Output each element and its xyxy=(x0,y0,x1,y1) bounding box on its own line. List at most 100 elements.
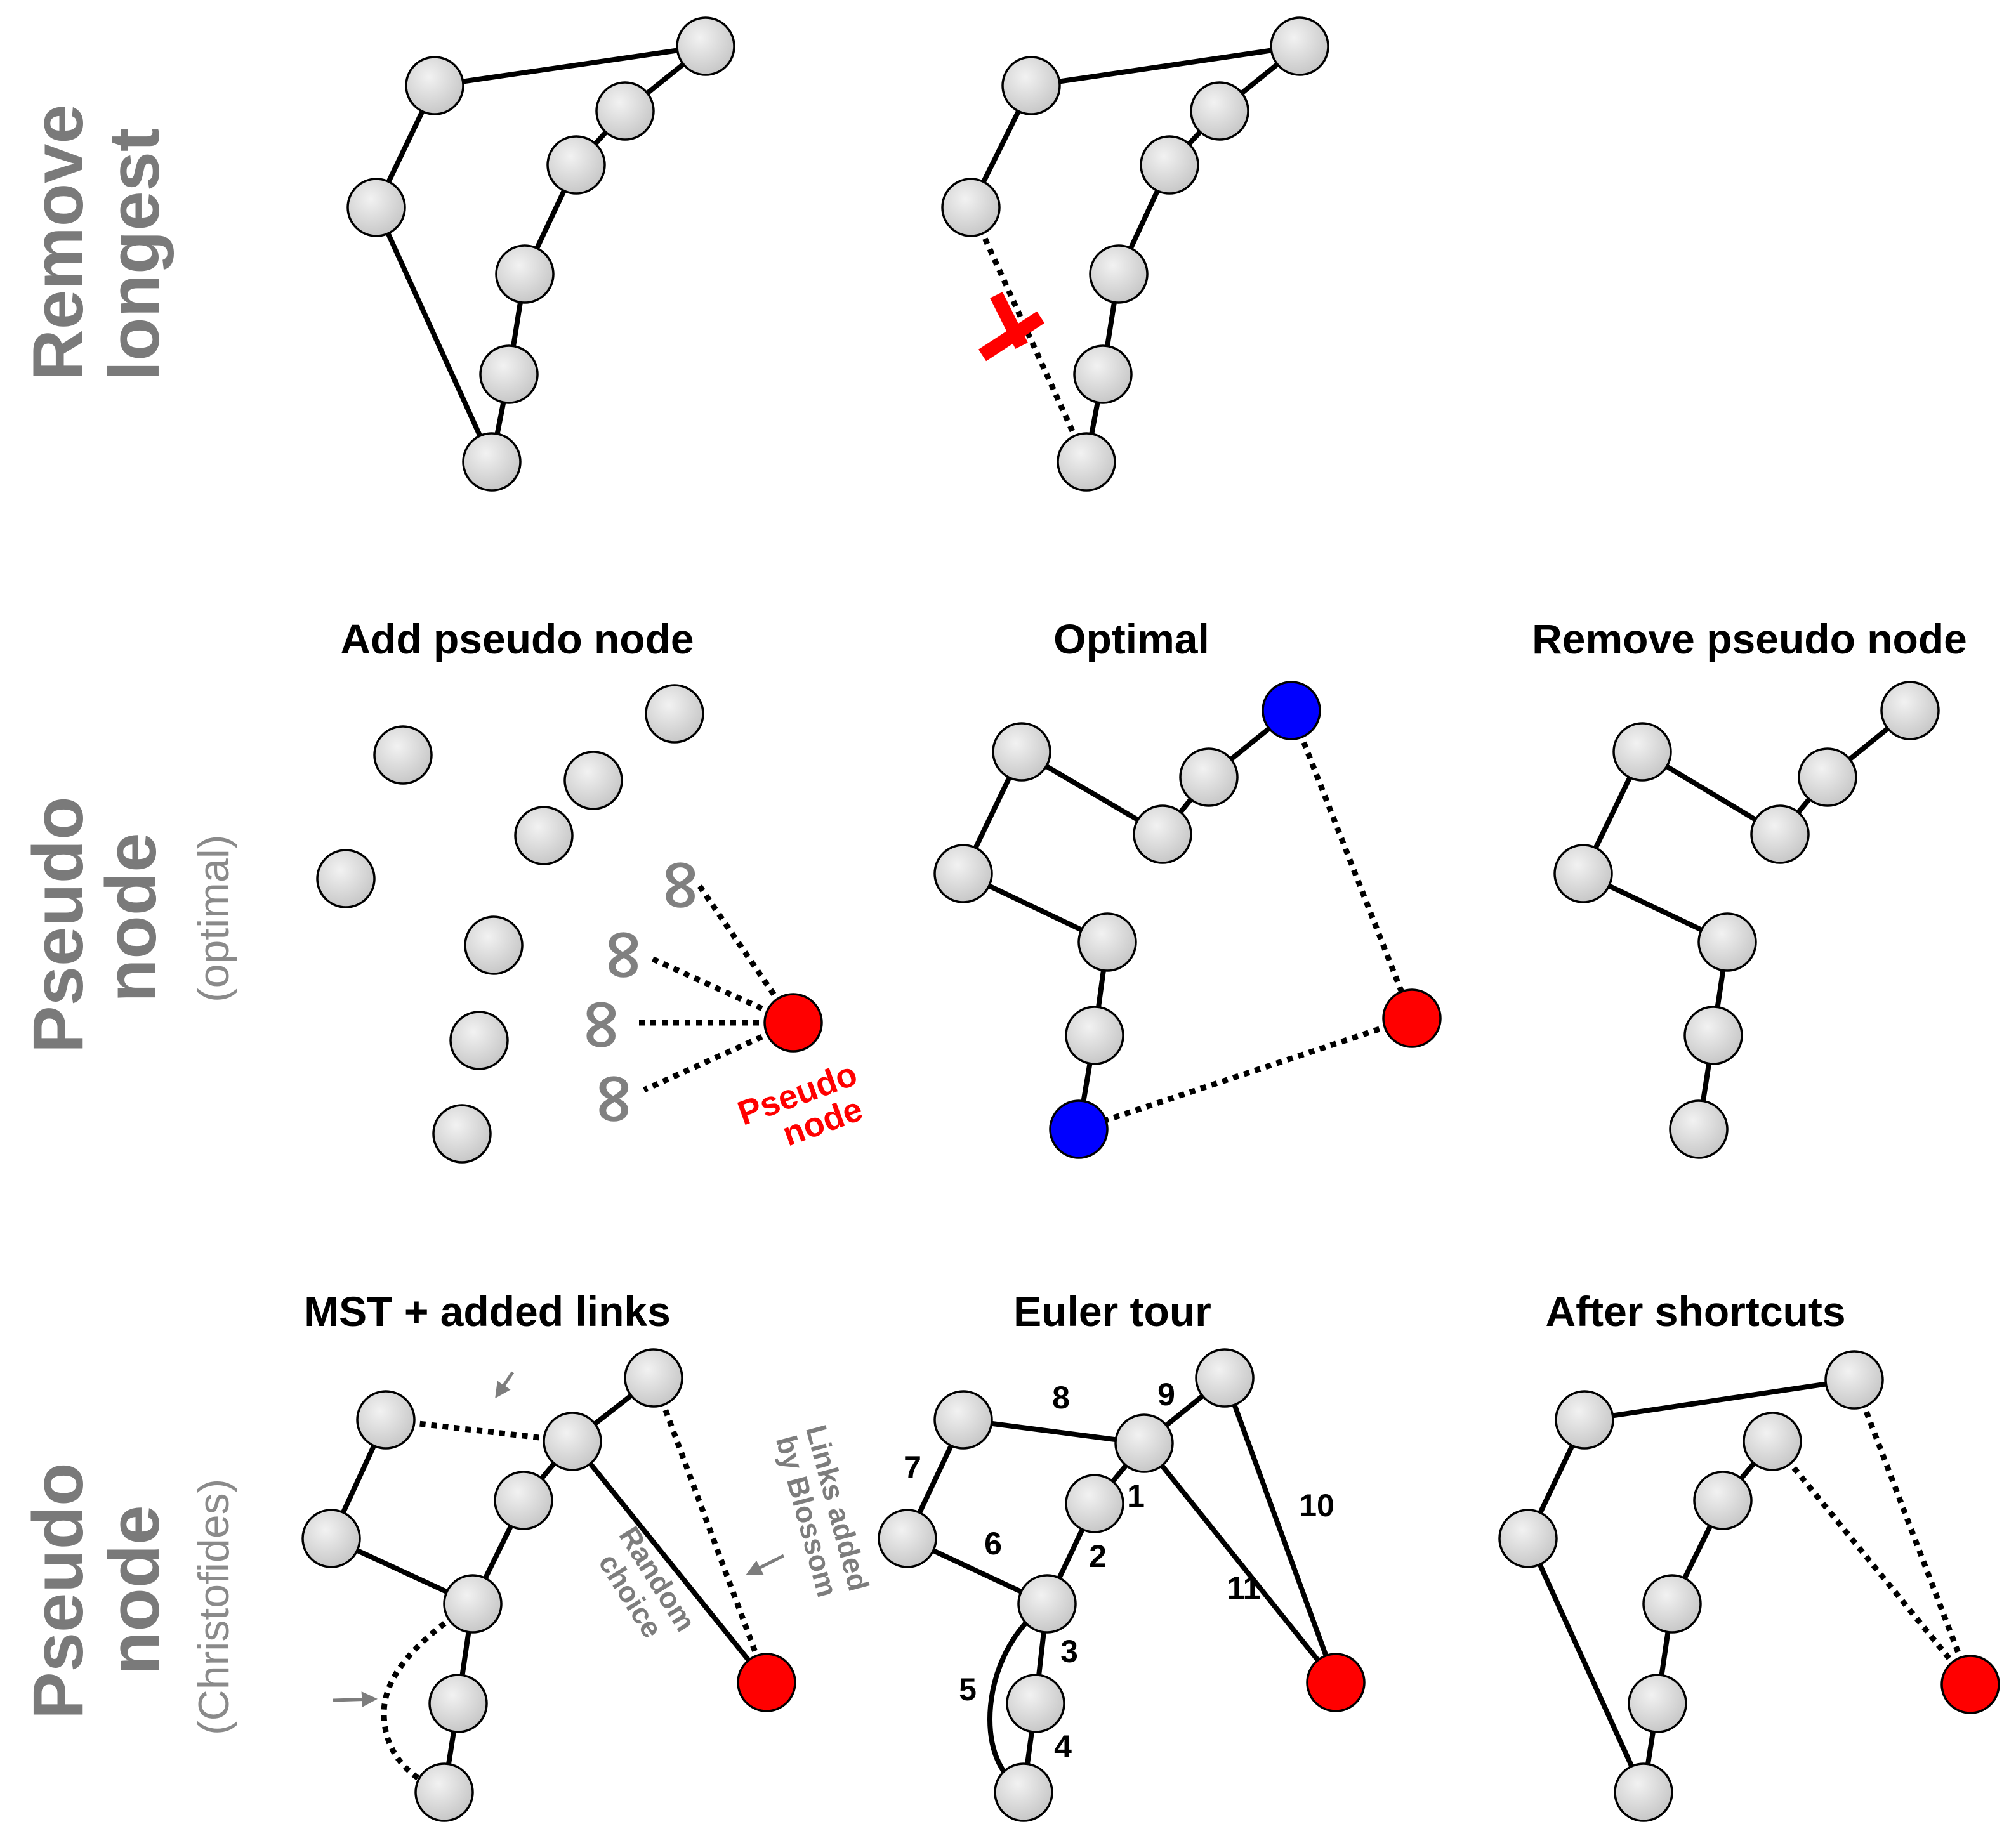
panel-mst-added-links: Random choice Links added by Blossom xyxy=(301,1348,876,1822)
panel-remove-pseudo-node xyxy=(1553,681,1940,1159)
panel-title-mst: MST + added links xyxy=(304,1288,671,1335)
node xyxy=(933,1390,993,1450)
infinity-label: ∞ xyxy=(636,856,718,914)
row-sublabel: (optimal) xyxy=(190,835,238,1003)
node xyxy=(1498,1509,1558,1568)
node xyxy=(1614,1762,1673,1822)
euler-edge-number: 6 xyxy=(984,1526,1002,1561)
node xyxy=(356,1390,416,1450)
node xyxy=(1693,1471,1753,1530)
node xyxy=(1195,1348,1255,1408)
panel-title-shortcuts: After shortcuts xyxy=(1545,1288,1845,1335)
node xyxy=(514,806,574,865)
node xyxy=(1006,1674,1065,1733)
node xyxy=(933,844,993,903)
infinity-label: ∞ xyxy=(557,995,638,1054)
panel-after-shortcuts xyxy=(1498,1350,2000,1822)
node xyxy=(994,1762,1053,1822)
node xyxy=(346,178,406,237)
endpoint-node xyxy=(1262,681,1321,740)
node xyxy=(1133,804,1192,864)
pseudo-node xyxy=(1382,988,1442,1048)
row-label-line-1: Remove xyxy=(18,104,98,381)
node xyxy=(1017,1574,1077,1634)
node xyxy=(1555,1390,1614,1450)
infinity-label: ∞ xyxy=(579,926,661,984)
node xyxy=(1750,804,1810,864)
panel-title-optimal: Optimal xyxy=(1053,615,1209,662)
blossom-label: Links added by Blossom xyxy=(770,1422,876,1601)
panel-optimal xyxy=(933,681,1442,1159)
pseudo-node xyxy=(1306,1653,1366,1712)
node xyxy=(1001,56,1061,115)
row-label-pseudo-node-christofides: Pseudo node (Christofides) xyxy=(18,1462,238,1735)
node xyxy=(595,81,655,141)
node xyxy=(1190,81,1249,141)
panel-remove-longest-result xyxy=(941,16,1329,492)
node xyxy=(1683,1006,1743,1065)
remove-x-mark xyxy=(978,292,1045,362)
endpoint-node xyxy=(1049,1099,1109,1159)
infinity-label: ∞ xyxy=(570,1070,651,1128)
node xyxy=(1114,1413,1174,1473)
node xyxy=(1270,16,1329,76)
node xyxy=(1057,432,1116,492)
node xyxy=(1743,1412,1802,1471)
node xyxy=(1065,1006,1124,1065)
euler-edge-number: 8 xyxy=(1052,1380,1070,1415)
node xyxy=(1612,722,1672,782)
node xyxy=(405,56,464,115)
pseudo-node xyxy=(1940,1655,2000,1714)
euler-edge-number: 11 xyxy=(1227,1570,1261,1606)
node xyxy=(676,16,735,76)
node xyxy=(1880,681,1940,740)
node xyxy=(563,751,623,810)
node xyxy=(645,684,704,744)
node xyxy=(543,1412,602,1471)
row-label-pseudo-node-optimal: Pseudo node (optimal) xyxy=(18,796,238,1053)
panel-remove-longest-tour xyxy=(346,16,735,492)
panel-title-add-pseudo: Add pseudo node xyxy=(340,615,694,662)
node xyxy=(1669,1099,1729,1159)
node xyxy=(464,915,524,975)
pseudo-node-label: Pseudo node xyxy=(733,1054,867,1153)
arrow-icon xyxy=(746,1554,785,1575)
node xyxy=(1628,1674,1687,1733)
node xyxy=(1553,844,1613,903)
node xyxy=(301,1509,361,1568)
pseudo-node xyxy=(763,993,823,1053)
node xyxy=(1824,1350,1884,1410)
node xyxy=(1642,1574,1702,1634)
node xyxy=(494,1471,553,1530)
euler-edge-number: 7 xyxy=(904,1450,921,1485)
panel-title-remove-pseudo: Remove pseudo node xyxy=(1532,615,1967,662)
euler-edge-number: 4 xyxy=(1054,1729,1072,1764)
node xyxy=(428,1674,488,1733)
node xyxy=(449,1011,509,1070)
panel-add-pseudo-node: ∞ ∞ ∞ ∞ Pseudo node xyxy=(316,684,867,1164)
node xyxy=(479,344,539,404)
node xyxy=(624,1348,683,1408)
node xyxy=(443,1574,503,1634)
arrow-icon xyxy=(333,1691,378,1708)
node xyxy=(1798,747,1857,807)
node xyxy=(992,722,1051,782)
node xyxy=(1073,344,1133,404)
euler-edge-number: 2 xyxy=(1089,1538,1107,1574)
row-sublabel: (Christofides) xyxy=(190,1479,238,1735)
node xyxy=(414,1762,474,1822)
node xyxy=(1179,747,1239,807)
panel-title-euler: Euler tour xyxy=(1013,1288,1211,1335)
node xyxy=(373,725,433,785)
node xyxy=(1065,1474,1124,1533)
panel-euler-tour: 1 2 3 4 5 6 7 8 9 10 11 xyxy=(878,1348,1366,1822)
arrow-icon xyxy=(495,1371,515,1399)
node xyxy=(316,849,376,908)
euler-edge-number: 9 xyxy=(1157,1377,1175,1412)
euler-edge-number: 1 xyxy=(1127,1478,1145,1514)
row-label-line-2: longest xyxy=(95,128,174,381)
node xyxy=(878,1509,937,1568)
pseudo-node xyxy=(737,1653,796,1712)
euler-edge-number: 3 xyxy=(1060,1634,1078,1669)
